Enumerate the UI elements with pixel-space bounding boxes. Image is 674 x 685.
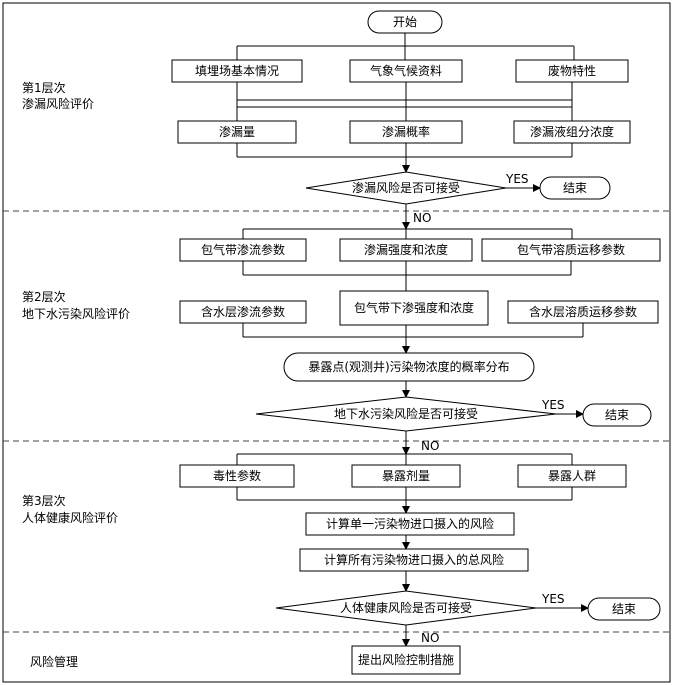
layer3-title: 第3层次 [22,494,66,508]
l3-end-node [587,597,661,621]
l2-decision-label: 地下水污染风险是否可接受 [334,406,478,421]
l1-no-label: NO [413,211,431,225]
l1-yes-label: YES [505,172,529,186]
l2-distribution-label: 暴露点(观测井)污染物浓度的概率分布 [308,359,509,374]
layer4-title: 风险管理 [30,654,78,669]
l2-input-3-label: 包气带溶质运移参数 [517,242,625,257]
l3-yes-label: YES [541,592,565,606]
l2-input-1-label: 包气带渗流参数 [201,242,285,257]
layer1-subtitle: 渗漏风险评价 [22,96,94,111]
l1-decision-label: 渗漏风险是否可接受 [352,180,460,195]
l3-decision-label: 人体健康风险是否可接受 [340,600,472,615]
l1-output-1-label: 渗漏量 [219,124,255,139]
l2-mid-2-label: 包气带下渗强度和浓度 [354,300,474,315]
l3-input-2-label: 暴露剂量 [382,468,430,483]
layer1-title: 第1层次 [22,81,66,95]
l2-input-2-label: 渗漏强度和浓度 [364,242,448,257]
layer2-title: 第2层次 [22,290,66,304]
l2-yes-label: YES [541,398,565,412]
l1-input-2-label: 气象气候资料 [370,63,442,78]
l3-end-label: 结束 [612,602,636,616]
l3-input-1-label: 毒性参数 [213,468,261,483]
l1-input-1-label: 填埋场基本情况 [195,64,279,78]
management-label: 提出风险控制措施 [358,652,454,667]
l2-mid-3-label: 含水层溶质运移参数 [529,304,637,319]
l3-single-risk [305,512,515,536]
l2-no-label: NO [421,439,439,453]
management-node [351,645,461,675]
l1-end-node [539,176,611,200]
l3-total-risk-label: 计算所有污染物进口摄入的总风险 [324,552,504,567]
l3-total-risk [299,548,529,572]
l2-end-node [582,403,652,427]
l1-end-label: 结束 [563,181,587,195]
l2-end-label: 结束 [605,408,629,422]
layer2-subtitle: 地下水污染风险评价 [22,306,130,321]
l3-single-risk-label: 计算单一污染物进口摄入的风险 [326,516,494,531]
l1-output-2-label: 渗漏概率 [382,124,430,139]
l1-output-3-label: 渗漏液组分浓度 [530,124,614,139]
start-label: 开始 [393,15,417,29]
l2-distribution-node [283,352,535,382]
layer3-subtitle: 人体健康风险评价 [22,510,118,525]
l1-input-3-label: 废物特性 [548,63,596,78]
l3-input-3-label: 暴露人群 [548,469,596,483]
l3-no-label: NO [421,631,439,645]
l2-mid-1-label: 含水层渗流参数 [201,304,285,319]
l2-mid-2 [339,290,489,326]
